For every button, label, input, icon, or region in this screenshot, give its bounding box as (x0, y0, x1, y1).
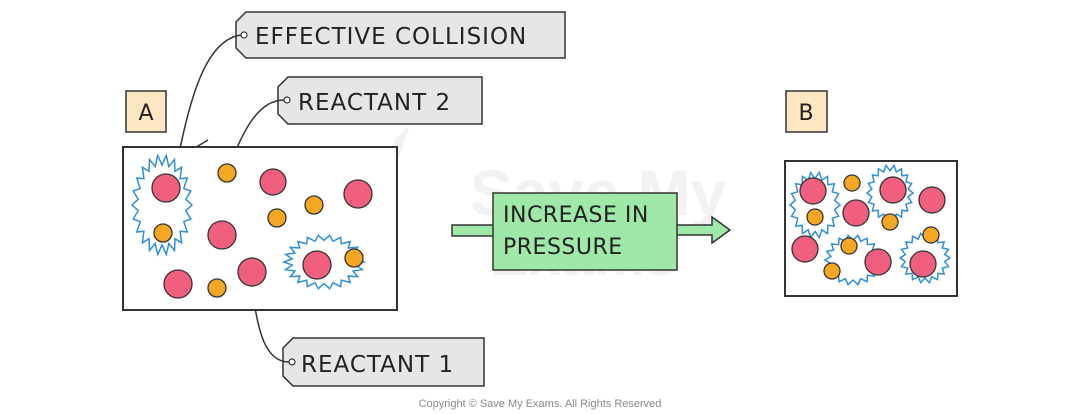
tag-effective-collision: EFFECTIVE COLLISION (235, 11, 566, 59)
reactant-2-particle (840, 237, 858, 255)
reactant-1-particle (163, 269, 193, 299)
reactant-1-particle (909, 250, 937, 278)
process-arrow: INCREASE IN PRESSURE (451, 192, 732, 271)
reactant-1-particle (343, 179, 373, 209)
reactant-1-particle (207, 220, 237, 250)
reactant-1-particle (918, 186, 946, 214)
reactant-2-particle (344, 248, 364, 268)
container-b-letter: B (798, 101, 813, 126)
particles-b (788, 163, 952, 286)
container-a-label: A (125, 90, 167, 133)
process-arrow-line-1: INCREASE IN (503, 203, 649, 228)
reactant-1-particle (151, 173, 181, 203)
reactant-1-particle (302, 250, 332, 280)
tag-reactant-2: REACTANT 2 (277, 76, 483, 125)
reactant-2-particle (922, 226, 940, 244)
reactant-2-particle (806, 208, 824, 226)
reactant-1-particle (791, 235, 819, 263)
reactant-1-particle (259, 168, 287, 196)
process-arrow-box (492, 192, 678, 271)
reactant-2-particle (217, 163, 237, 183)
reactant-1-particle (864, 248, 892, 276)
container-a-letter: A (138, 101, 153, 126)
reactant-1-label: REACTANT 1 (301, 352, 454, 378)
container-b-label: B (785, 90, 828, 133)
reactant-2-particle (823, 262, 841, 280)
reactant-2-particle (153, 223, 173, 243)
particles-a (130, 153, 373, 299)
pointer-line-effective-collision (177, 34, 242, 159)
reactant-1-particle (237, 257, 267, 287)
process-arrow-line-2: PRESSURE (503, 235, 623, 260)
reactant-2-particle (207, 278, 227, 298)
reactant-2-particle (843, 174, 861, 192)
tag-reactant-1: REACTANT 1 (282, 337, 485, 387)
reactant-1-particle (842, 199, 870, 227)
effective-collision-label: EFFECTIVE COLLISION (255, 24, 527, 50)
reactant-1-particle (879, 176, 907, 204)
reactant-2-particle (304, 195, 324, 215)
reactant-2-particle (267, 208, 287, 228)
reactant-2-particle (881, 213, 899, 231)
copyright-text: Copyright © Save My Exams. All Rights Re… (419, 398, 662, 410)
reactant-2-label: REACTANT 2 (298, 90, 451, 116)
reactant-1-particle (799, 177, 827, 205)
